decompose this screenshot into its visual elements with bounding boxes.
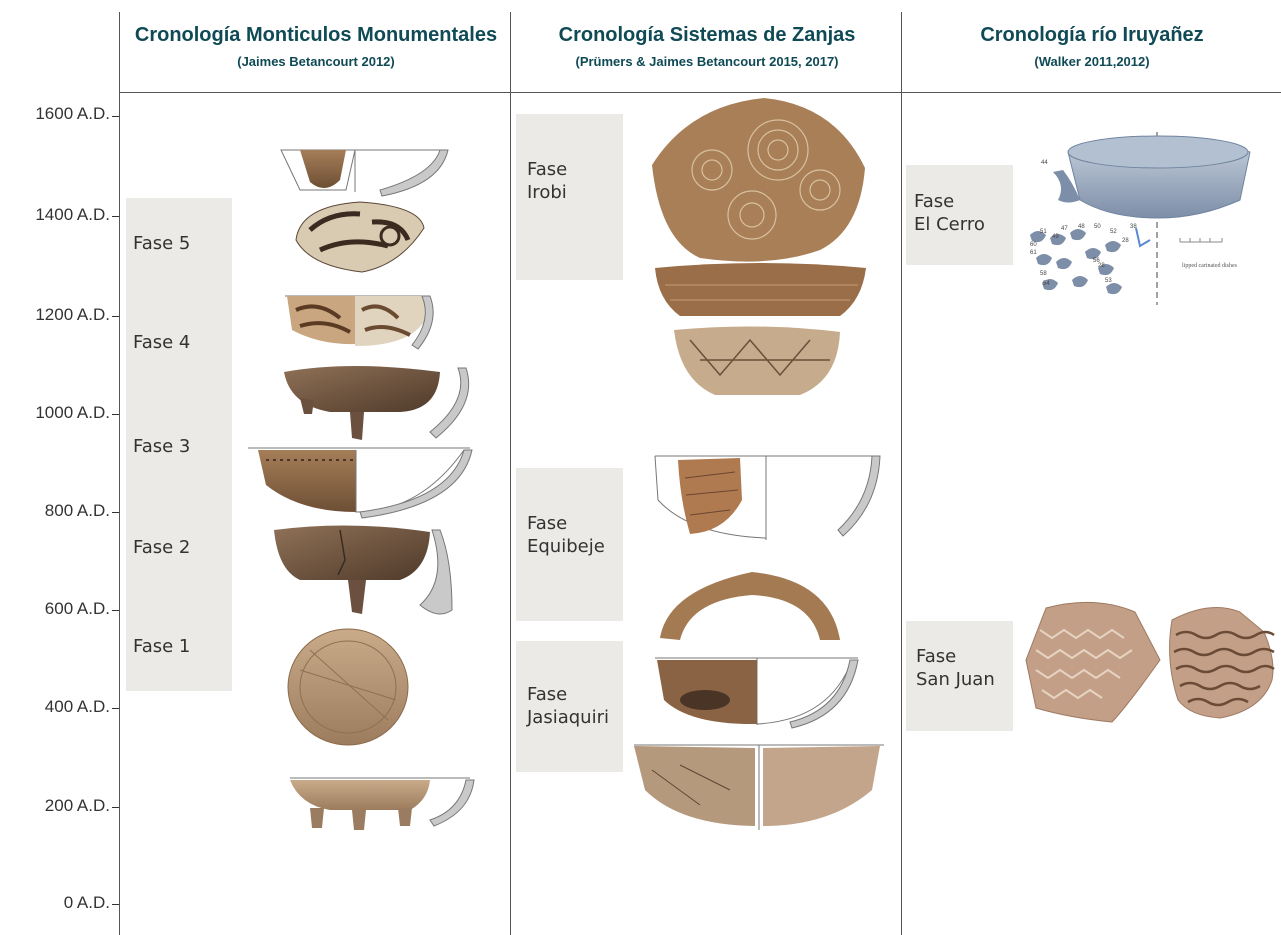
iruyanez-san-juan-sherds	[0, 0, 1281, 935]
